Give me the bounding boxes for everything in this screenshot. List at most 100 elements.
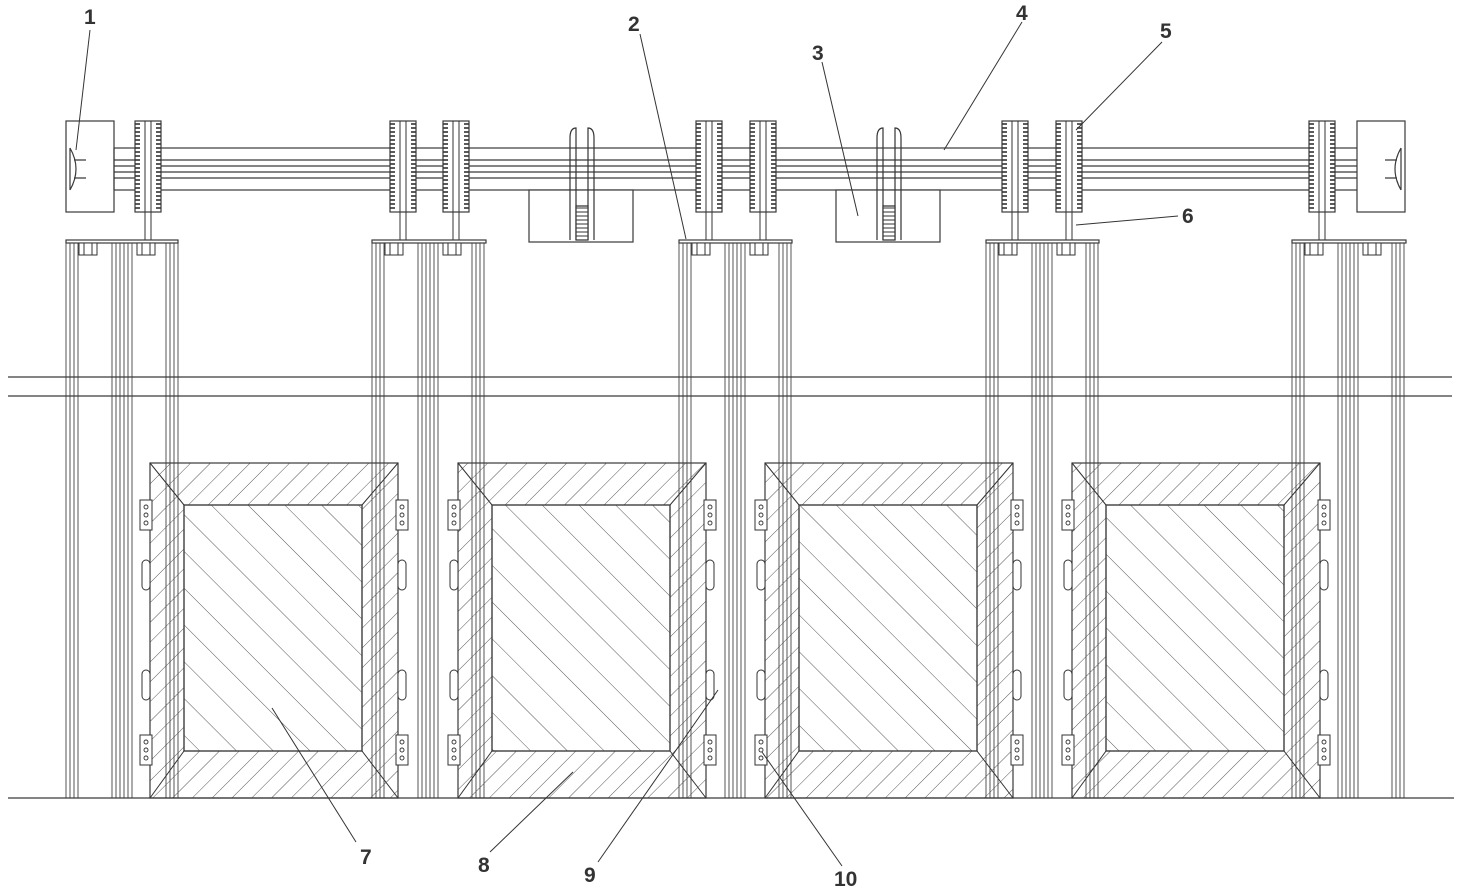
miter-line	[457, 750, 493, 799]
panel-glass	[491, 504, 671, 752]
hinge-pin	[1065, 747, 1071, 753]
hinge-pin	[451, 520, 457, 526]
panel-glass	[183, 504, 363, 752]
column-clip	[691, 242, 711, 256]
hinge-pin	[143, 747, 149, 753]
handle	[705, 669, 715, 701]
wheel-body	[442, 120, 470, 213]
hinge-pin	[1014, 739, 1020, 745]
hinge-pin	[399, 520, 405, 526]
handle	[141, 559, 151, 591]
hinge-pin	[1321, 520, 1327, 526]
handle	[756, 559, 766, 591]
hinge-pin	[1065, 504, 1071, 510]
hinge-pin	[451, 739, 457, 745]
hinge-pin	[707, 504, 713, 510]
column-cap	[1291, 239, 1407, 244]
roller-wheel	[1308, 120, 1336, 240]
callout-8: 8	[478, 854, 490, 877]
hinge-pin	[143, 512, 149, 518]
column-clip	[998, 242, 1018, 256]
panel-glass	[798, 504, 978, 752]
rail-beam	[84, 147, 1388, 191]
hinge-pin	[1065, 739, 1071, 745]
column-clip	[1362, 242, 1382, 256]
hinge-pin	[707, 520, 713, 526]
hinge-pin	[1014, 504, 1020, 510]
column-clip	[1056, 242, 1076, 256]
miter-line	[149, 462, 185, 506]
column-clip	[749, 242, 769, 256]
leader-lines	[75, 21, 1179, 867]
column-clip	[1304, 242, 1324, 256]
hinge-pin	[1014, 512, 1020, 518]
column-clip	[442, 242, 462, 256]
callout-3: 3	[812, 42, 824, 65]
callout-5: 5	[1160, 20, 1172, 43]
horizontal-band	[8, 376, 1452, 397]
pulley-hub	[882, 205, 896, 241]
hinge-pin	[1321, 739, 1327, 745]
miter-line	[1071, 750, 1107, 799]
callout-7: 7	[360, 846, 372, 869]
handle	[705, 559, 715, 591]
hinge-pin	[758, 739, 764, 745]
hanger-unit	[528, 127, 634, 243]
miter-line	[1071, 462, 1107, 506]
callout-10: 10	[834, 868, 857, 891]
hinge-pin	[399, 512, 405, 518]
hinge-pin	[1065, 512, 1071, 518]
handle	[1063, 669, 1073, 701]
hinge-pin	[758, 520, 764, 526]
miter-line	[669, 462, 707, 506]
hinge-pin	[1014, 755, 1020, 761]
wheel-body	[1308, 120, 1336, 213]
hinge-pin	[758, 755, 764, 761]
hinge-pin	[707, 739, 713, 745]
handle	[1012, 669, 1022, 701]
wheel-body	[695, 120, 723, 213]
roller-wheel	[389, 120, 417, 240]
callout-2: 2	[628, 13, 640, 36]
door-panel	[139, 462, 409, 799]
column-clip	[78, 242, 98, 256]
hinge-pin	[758, 747, 764, 753]
handle	[397, 559, 407, 591]
hinge-pin	[1321, 747, 1327, 753]
roller-wheels	[134, 120, 1336, 240]
pulley-hub	[575, 205, 589, 241]
miter-line	[764, 750, 800, 799]
hinge-pin	[1321, 512, 1327, 518]
handle	[1012, 559, 1022, 591]
hinge-pin	[707, 755, 713, 761]
callout-4: 4	[1016, 2, 1028, 25]
handle	[1319, 669, 1329, 701]
panel-glass	[1105, 504, 1285, 752]
roller-wheel	[442, 120, 470, 240]
door-panel	[1061, 462, 1331, 799]
hinge-pin	[1065, 520, 1071, 526]
handle	[141, 669, 151, 701]
end-bracket-right	[1356, 120, 1406, 213]
miter-line	[1283, 462, 1321, 506]
miter-line	[976, 750, 1014, 799]
column-cap	[65, 239, 179, 244]
miter-line	[361, 462, 399, 506]
hinge-pin	[143, 520, 149, 526]
roller-wheel	[695, 120, 723, 240]
hinge-pin	[143, 504, 149, 510]
callout-labels: 1 2 3 4 5 6 7 8 9 10	[84, 2, 1194, 891]
handle	[1319, 559, 1329, 591]
hinge-pin	[1321, 755, 1327, 761]
miter-line	[1283, 750, 1321, 799]
handle	[756, 669, 766, 701]
wheel-body	[1055, 120, 1083, 213]
door-panel	[754, 462, 1024, 799]
column-clip	[136, 242, 156, 256]
hinge-pin	[758, 504, 764, 510]
hinge-pin	[1321, 504, 1327, 510]
roller-wheel	[1055, 120, 1083, 240]
wheel-body	[1001, 120, 1029, 213]
hinge-pin	[399, 739, 405, 745]
callout-1: 1	[84, 6, 96, 29]
